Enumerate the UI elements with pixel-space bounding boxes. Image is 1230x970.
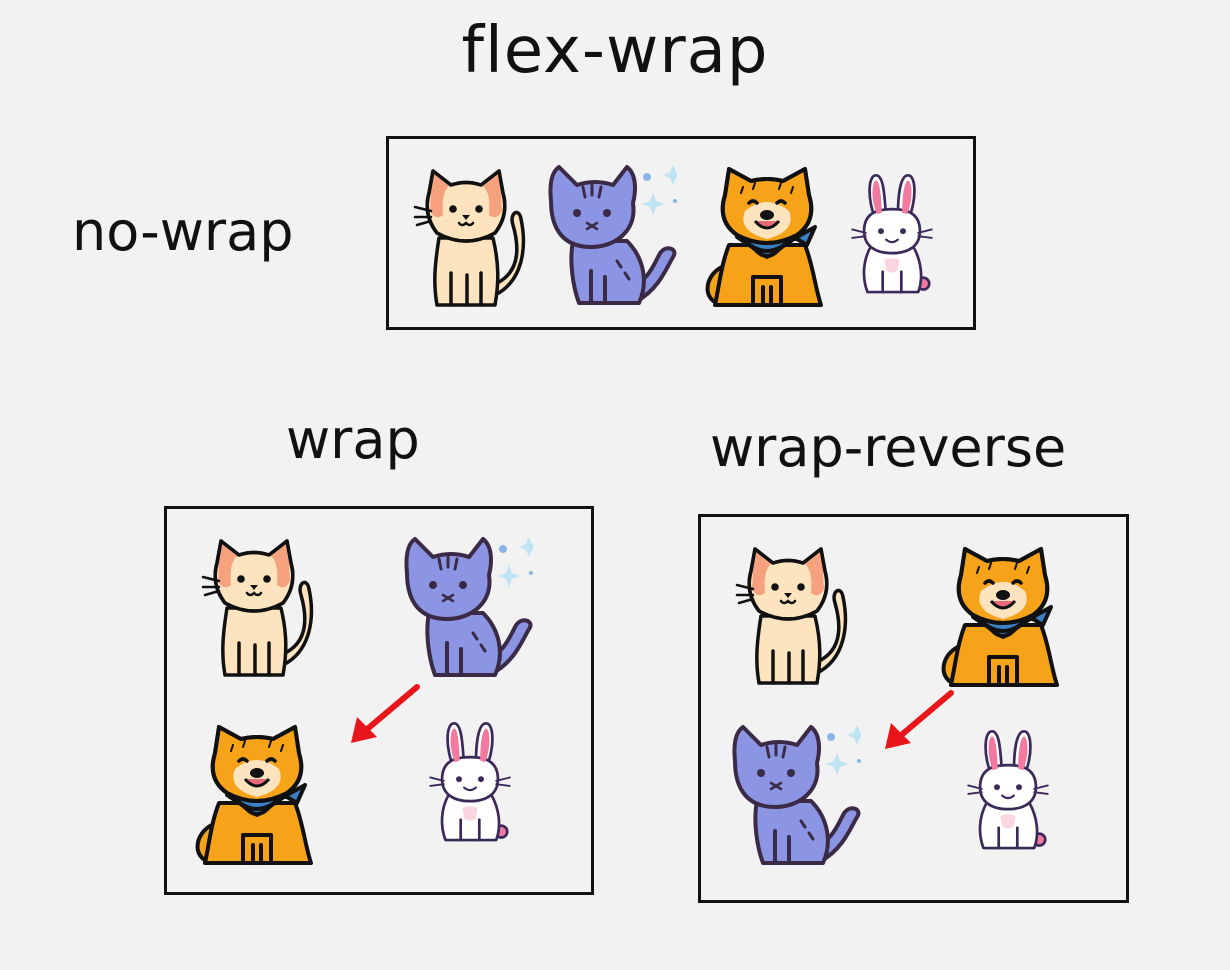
arrow-icon <box>343 681 423 751</box>
cat-icon <box>409 163 539 313</box>
cat-icon <box>197 533 327 683</box>
page-title: flex-wrap <box>461 14 769 88</box>
dog-icon <box>937 541 1067 691</box>
cat-icon <box>731 541 861 691</box>
wrap-label: wrap <box>286 408 420 471</box>
no-wrap-container <box>386 136 976 330</box>
blue-cat-icon <box>547 161 677 311</box>
wrap-reverse-container <box>698 514 1129 903</box>
bunny-icon <box>415 705 525 855</box>
wrap-container <box>164 506 594 895</box>
blue-cat-icon <box>403 533 533 683</box>
dog-icon <box>701 161 831 311</box>
bunny-icon <box>837 157 947 307</box>
arrow-icon <box>877 687 957 757</box>
wrap-reverse-label: wrap-reverse <box>710 416 1067 479</box>
blue-cat-icon <box>731 721 861 871</box>
dog-icon <box>191 719 321 869</box>
bunny-icon <box>953 713 1063 863</box>
no-wrap-label: no-wrap <box>72 200 294 263</box>
